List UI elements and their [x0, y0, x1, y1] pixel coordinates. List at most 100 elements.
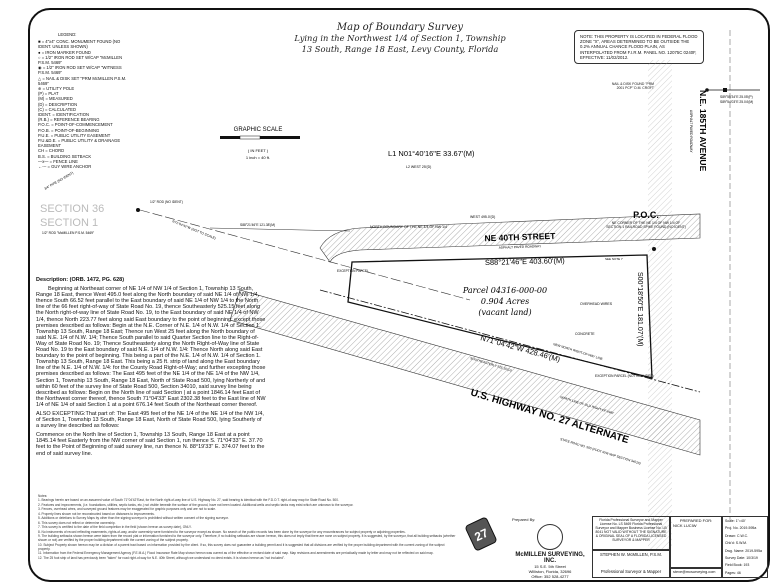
l2-label: L2 WEST 25'(D): [406, 165, 431, 169]
shield-number: 27: [464, 516, 498, 552]
north-bearing: S88°21'46"E 403.60'(M): [485, 256, 566, 267]
tie-plat: S89°55'34"E 25.05'(P): [720, 95, 753, 99]
legend-item: —x— = FENCE LINE: [38, 158, 78, 164]
project-info-row: Survey Date: 10/3/19: [725, 556, 758, 561]
note-item: 6. This survey does not reflect or deter…: [38, 520, 116, 525]
poc-label: P.O.C.: [633, 210, 659, 220]
project-info-row: Chk'd: S.W.M.: [725, 541, 748, 546]
legend-item: ←--- = GUY WIRE ANCHOR: [38, 164, 92, 170]
highway-sub: STATE ROAD NO. 500 (FDOT R/W MAP SECTION…: [560, 437, 641, 465]
company-phone: Office: 352 528-4277: [531, 574, 569, 579]
avenue-label: N.E. 185TH AVENUE: [698, 90, 708, 172]
scale-unit: ( IN FEET ): [248, 148, 269, 153]
legend-item: ⊕ = UTILITY POLE: [38, 86, 75, 92]
license-text: Florida Professional Surveyor and Mapper…: [592, 516, 670, 550]
notes-heading: Notes:: [38, 494, 48, 498]
exception2-label: EXCEPTION PARCEL: [337, 269, 369, 273]
rod-label: 1/2" ROD (NO IDENT): [150, 200, 183, 204]
note-item: 3. Fences, overhead wires, and surveyed …: [38, 507, 216, 511]
prepared-for-label: PREPARED FOR:: [679, 518, 713, 523]
title-line-2: Lying in the Northwest 1/4 of Section 1,…: [294, 33, 506, 43]
description-heading: Description: (ORB. 1472, PG. 628): [36, 277, 125, 283]
section-36-label: SECTION 36: [40, 203, 104, 215]
legend-item: (R.B.) = REFERENCE BEARING: [38, 117, 100, 123]
legend-item: (M) = MEASURED: [38, 96, 73, 102]
legend-heading: LEGEND:: [58, 32, 77, 37]
legend-item: (C) = CALCULATED: [38, 106, 76, 112]
note-item: 8. No instruments of record reflecting e…: [38, 529, 406, 534]
project-info-row: Dwg. Name: 2019-595a: [725, 548, 762, 553]
legend-item: (P) = PLAT: [38, 91, 59, 97]
concrete-label: CONCRETE: [575, 332, 595, 336]
legend-item: P.U.E. = PUBLIC UTILITY EASEMENT: [38, 132, 111, 138]
us-highway-27-row: [229, 289, 701, 456]
title-line-1: Map of Boundary Survey: [336, 22, 464, 33]
tie-measured: S89°54'03"E 25.04'(M): [720, 100, 753, 104]
legend-item: B.S. = BUILDING SETBACK: [38, 153, 92, 159]
exception-label: EXCEPTION PARCEL (NOT INCLUDED): [595, 374, 654, 378]
email[interactable]: steve@mcsurveying.com: [670, 568, 722, 578]
company-address-1: 15 S.E. 5th Street: [534, 564, 566, 569]
parcel-vacant: (vacant land): [478, 308, 531, 317]
note-item: 10. Subject Property shown hereon may be…: [38, 542, 445, 551]
note-item: 5. Additions or deletions to Survey Maps…: [38, 516, 229, 520]
highway-shield-icon: 27: [464, 516, 498, 554]
parcel-acres: 0.904 Acres: [481, 297, 529, 306]
avenue-sub: ASPHALT PAVED ROADWAY: [689, 110, 693, 153]
ne-40th-street-row: [319, 213, 701, 263]
legend-item: IDENT. = IDENTIFICATION: [38, 112, 89, 118]
legend-item: P.U.&D.E. = PUBLIC UTILITY & DRAINAGE EA…: [38, 138, 121, 149]
rod2-label: 1/2" ROD "McMILLEN P.S.M. 5469": [42, 231, 95, 235]
legend-item: ● = IRON MARKER FOUND: [38, 49, 91, 55]
notes: 27 Notes: 1. Bearings herein are based o…: [38, 494, 504, 560]
section-1-label: SECTION 1: [40, 217, 98, 229]
note-item: 4. Property lines shown not be reconstru…: [38, 511, 155, 516]
prepared-for-block: PREPARED FOR: NICK LUCIW: [670, 516, 722, 568]
pipe-label: 3/4" PIPE (NO IDENT): [44, 171, 75, 191]
company-name: McMILLEN SURVEYING, INC.: [515, 552, 585, 564]
project-info-row: Drawn: C.W.C.: [725, 533, 749, 538]
surveyor-role: Professional Surveyor & Mapper: [600, 569, 662, 574]
note-item: 1. Bearings herein are based on an assum…: [38, 498, 339, 502]
map-title: Map of Boundary Survey Lying in the Nort…: [270, 22, 530, 55]
notes-items: 1. Bearings herein are based on an assum…: [38, 498, 504, 560]
company-address-2: Williston, Florida, 32696: [528, 569, 572, 574]
legend-item: P.O.B. = POINT-OF-BEGINNING: [38, 127, 100, 133]
east-bearing: S00°18'50"E 181.07'(M): [636, 272, 644, 347]
note-item: 9. The building setbacks shown hereon we…: [38, 534, 456, 542]
legend-item: ○ = 1/2" IRON ROD SET W/CAP "McMILLEN P.…: [38, 54, 123, 66]
legend-item: CH = CHORD: [38, 148, 65, 154]
note-item: 7. This survey is certified to the date …: [38, 525, 192, 529]
note-item: 2. Features and improvements, (i.e. foun…: [38, 502, 354, 507]
parcel-boundary: [347, 254, 653, 379]
legal-description: Description: (ORB. 1472, PG. 628) Beginn…: [36, 277, 266, 460]
note-item: 11. Information from the Federal Emergen…: [38, 551, 434, 555]
l1-label: L1 N01°40'16"E 33.67'(M): [388, 149, 475, 158]
project-info-row: Proj. No. 2019-595a: [725, 526, 757, 531]
south-bearing: N71°04'42"W 428.46'(M): [479, 333, 561, 364]
description-p1: Beginning at Northeast corner of NE 1/4 …: [36, 286, 266, 408]
tie2-label: N71°04'42"W (NOT TO SCALE): [172, 219, 217, 240]
project-info-row: Field Book: 193: [725, 563, 750, 568]
title-line-3: 13 South, Range 18 East, Levy County, Fl…: [301, 44, 499, 54]
surveyor-name: STEPHEN W. McMILLEN, P.S.M.: [599, 552, 663, 557]
legend-item: ■ = 4"x4" CONC. MONUMENT FOUND (NO IDENT…: [38, 39, 121, 50]
see-note-label: SEE NOTE 7: [605, 257, 623, 261]
street-north-label: NE 40TH STREET: [484, 231, 556, 243]
legend-item: ◉ = 1/2" IRON ROD SET W/CAP "WITNESS P.S…: [38, 65, 122, 76]
description-p3: Commence on the North line of Section 1,…: [36, 432, 265, 457]
ne-185th-avenue-row: [648, 60, 672, 550]
description-p2: ALSO EXCEPTING:That part of: The East 49…: [36, 410, 264, 430]
signature-icon: [595, 557, 667, 569]
graphic-scale: GRAPHIC SCALE ( IN FEET ) 1 inch = 40 ft…: [220, 127, 300, 160]
overhead-wires-label: OVERHEAD WIRES: [580, 302, 613, 306]
tie1-label: S88°21'46"E 121.38'(M): [240, 223, 275, 227]
legend: LEGEND: ■ = 4"x4" CONC. MONUMENT FOUND (…: [38, 32, 128, 169]
poc-description: NE CORNER OF THE NE 1/4 OF NW 1/4 OF SEC…: [606, 221, 686, 230]
prepared-by-label: Prepared By:: [512, 517, 536, 522]
nail-found-label: NAIL & DISK FOUND "PRM 2001 PCP" D.M. CR…: [611, 82, 654, 91]
client-name: NICK LUCIW: [673, 523, 697, 528]
project-info-row: Pages: 46: [725, 570, 741, 575]
